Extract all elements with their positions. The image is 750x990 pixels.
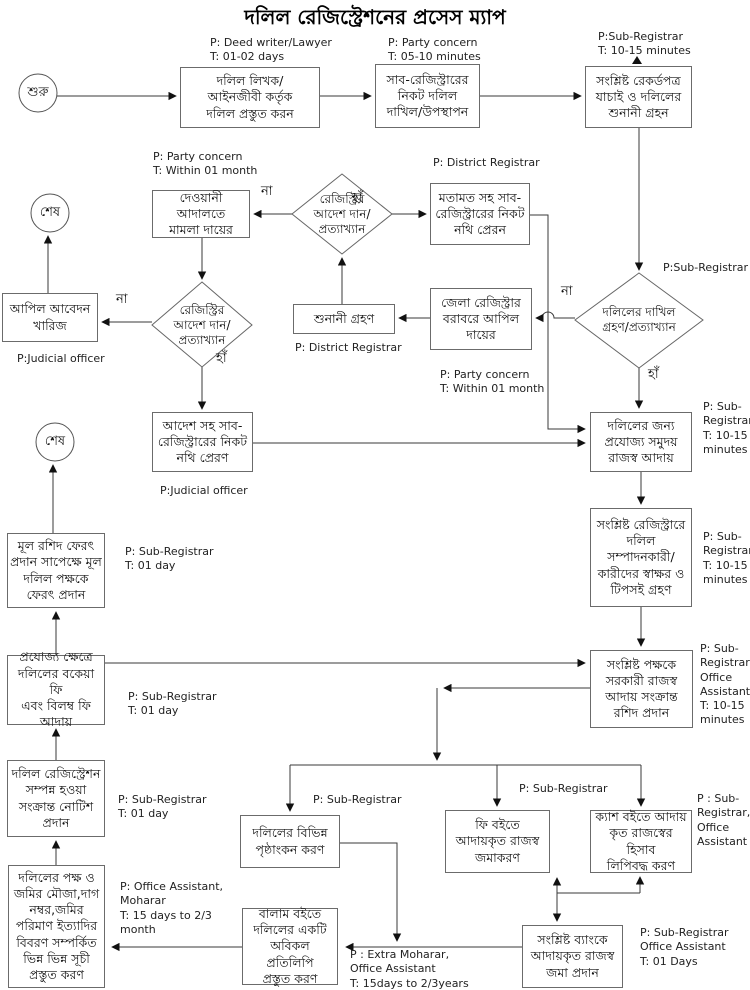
process-endorsement-pages: দলিলের বিভিন্ন পৃষ্ঠাংকন করণ (240, 815, 340, 868)
annotation-fee-cash-books: P: Sub-Registrar (519, 782, 608, 795)
edge-label-no-2: না (116, 292, 128, 307)
annotation-prepare: P: Deed writer/Lawyer T: 01-02 days (210, 36, 332, 64)
end-terminal-1-label: শেষ (39, 204, 61, 220)
process-appeal-rejected: আপিল আবেদন খারিজ (2, 293, 98, 342)
start-terminal-shape (18, 73, 58, 113)
annotation-balam-copy: P : Extra Moharar, Office Assistant T: 1… (350, 948, 469, 990)
page-title: দলিল রেজিস্ট্রেশনের প্রসেস ম্যাপ (244, 5, 506, 29)
process-send-opinion: মতামত সহ সাব- রেজিস্ট্রারের নিকট নথি প্র… (430, 183, 530, 245)
edge-label-yes-2: হাঁ (216, 351, 227, 366)
annotation-deed-accept: P:Sub-Registrar (663, 261, 749, 274)
connector-lines (43, 56, 646, 952)
process-fee-book-deposit: ফি বইতে আদায়কৃত রাজস্ব জমাকরণ (445, 810, 550, 873)
process-civil-court-case: দেওয়ানী আদালতে মামলা দায়ের (152, 190, 250, 238)
end-terminal-1-shape (30, 193, 70, 233)
annotation-opinion: P: District Registrar (433, 156, 540, 169)
annotation-indexes: P: Office Assistant, Moharar T: 15 days … (120, 880, 224, 936)
process-issue-revenue-receipt: সংশ্লিষ্ট পক্ষকে সরকারী রাজস্ব আদায় সংক… (590, 650, 693, 728)
annotation-submit: P: Party concern T: 05-10 minutes (388, 36, 481, 64)
process-send-order-file: আদেশ সহ সাব- রেজিস্ট্রারের নিকট নথি প্রে… (152, 412, 253, 472)
end-terminal-2-shape (35, 422, 75, 462)
process-cash-book-record: ক্যাশ বইতে আদায় কৃত রাজস্বের হিসাব লিপি… (590, 809, 692, 873)
process-verify-records: সংশ্লিষ্ট রেকর্ডপত্র যাচাই ও দলিলের শুনা… (585, 66, 692, 128)
process-district-appeal: জেলা রেজিস্ট্রার বরাবরে আপিল দায়ের (430, 288, 532, 350)
edge-label-yes-3: হাঁ (648, 367, 659, 382)
annotation-return-deed: P: Sub-Registrar T: 01 day (125, 545, 214, 573)
process-collect-due-fees: প্রযোজ্য ক্ষেত্রে দলিলের বকেয়া ফি এবং ব… (7, 649, 105, 729)
edge-label-yes-1: হাঁ (352, 191, 363, 206)
process-submit-deed: সাব-রেজিস্ট্রারের নিকট দলিল দাখিল/উপস্থা… (375, 64, 480, 128)
process-bank-deposit: সংশ্লিষ্ট ব্যাংকে আদায়কৃত রাজস্ব জমা প্… (522, 925, 623, 988)
process-signatures-thumbprints: সংশ্লিষ্ট রেজিস্ট্রারে দলিল সম্পাদনকারী/… (590, 508, 692, 607)
process-registration-notice: দলিল রেজিস্ট্রেশন সম্পন্ন হওয়া সংক্রান্… (7, 760, 105, 837)
annotation-due-fee: P: Sub-Registrar T: 01 day (128, 690, 217, 718)
annotation-verify: P:Sub-Registrar T: 10-15 minutes (598, 30, 691, 58)
annotation-hearing: P: District Registrar (295, 341, 402, 354)
annotation-endorsement: P: Sub-Registrar (313, 793, 402, 806)
process-prepare-indexes: দলিলের পক্ষ ও জমির মৌজা,দাগ নম্বর,জমির প… (8, 865, 105, 988)
start-terminal-label: শুরু (27, 84, 49, 100)
annotation-appeal-reject: P:Judicial officer (17, 352, 105, 365)
process-balam-book-copy: বালাম বইতে দলিলের একটি অবিকল প্রতিলিপি প… (242, 906, 338, 986)
annotation-notice: P: Sub-Registrar T: 01 day (118, 793, 207, 821)
annotation-civil-court: P: Party concern T: Within 01 month (153, 150, 258, 178)
decision-registry-order-1-shape (291, 173, 393, 255)
process-return-original-deed: মূল রশিদ ফেরৎ প্রদান সাপেক্ষে মূল দলিল প… (7, 533, 105, 608)
edge-label-no-3: না (561, 284, 573, 299)
annotation-receipt: P: Sub- Registrar, Office Assistant T: 1… (700, 642, 750, 727)
decision-registry-order-1-label: রেজিস্ট্রির আদেশ দান/ প্রত্যাখ্যান (313, 191, 371, 236)
decision-deed-accept-label: দলিলের দাখিল গ্রহণ/প্রত্যাখ্যান (602, 305, 676, 334)
process-prepare-deed: দলিল লিখক/ আইনজীবী কর্তৃক দলিল প্রস্তুত … (180, 67, 320, 128)
process-hearing: শুনানী গ্রহণ (293, 304, 395, 334)
annotation-district-appeal: P: Party concern T: Within 01 month (440, 368, 545, 396)
annotation-order-send: P:Judicial officer (160, 484, 248, 497)
process-collect-revenue: দলিলের জন্য প্রযোজ্য সমুদয় রাজস্ব আদায় (590, 412, 692, 472)
annotation-cash-book: P : Sub- Registrar, Office Assistant (697, 792, 750, 848)
end-terminal-2-label: শেষ (44, 433, 66, 449)
edge-label-no-1: না (261, 184, 273, 199)
annotation-signature: P: Sub- Registrar T: 10-15 minutes (703, 530, 750, 586)
annotation-bank-deposit: P: Sub-Registrar Office Assistant T: 01 … (640, 926, 729, 968)
decision-registry-order-2-label: রেজিস্ট্রির আদেশ দান/ প্রত্যাখ্যান (173, 302, 231, 347)
annotation-revenue: P: Sub- Registrar T: 10-15 minutes (703, 400, 750, 456)
